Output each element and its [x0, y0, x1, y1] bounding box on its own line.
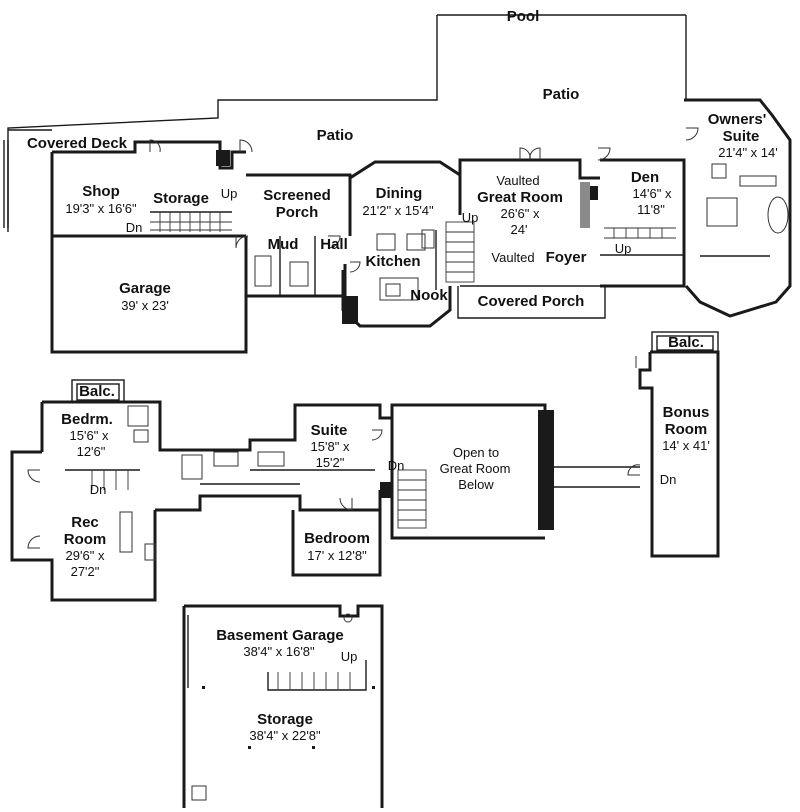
- label-basement-garage: Basement Garage: [216, 627, 344, 644]
- label-open-to: Open to: [453, 445, 499, 460]
- label-balc-right: Balc.: [668, 334, 704, 351]
- label-foyer-prefix: Vaulted: [491, 250, 534, 265]
- label-up-main-storage: Up: [221, 186, 238, 201]
- label-kitchen: Kitchen: [365, 253, 420, 270]
- label-dn-upper: Dn: [388, 458, 405, 473]
- label-den-dim-2: 11'8": [637, 202, 665, 217]
- label-owners-suite: Suite: [723, 128, 760, 145]
- label-great-room: Great Room: [477, 189, 563, 206]
- label-great-dim-1: 26'6" x: [501, 206, 540, 221]
- label-bedrm-dim-1: 15'6" x: [70, 428, 109, 443]
- label-suite-dim-1: 15'8" x: [311, 439, 350, 454]
- label-owners: Owners': [708, 111, 767, 128]
- label-porch: Porch: [276, 204, 319, 221]
- upper-floor-doors: [27, 356, 641, 549]
- label-bedrm-dim-2: 12'6": [77, 444, 106, 459]
- label-vaulted-great: Vaulted: [496, 173, 539, 188]
- label-shop-dim: 19'3" x 16'6": [65, 201, 137, 216]
- label-up-basement: Up: [341, 649, 358, 664]
- label-basement-garage-dim: 38'4" x 16'8": [243, 644, 315, 659]
- label-bonus-room: Room: [665, 421, 708, 438]
- label-up-great: Up: [462, 210, 479, 225]
- label-up-den: Up: [615, 241, 632, 256]
- label-dn-rec: Dn: [90, 482, 107, 497]
- main-floor-walls: [8, 98, 792, 354]
- label-mud: Mud: [268, 236, 299, 253]
- label-rec-room: Room: [64, 531, 107, 548]
- pool-outline: [3, 14, 687, 232]
- label-balc-left: Balc.: [79, 383, 115, 400]
- label-suite: Suite: [311, 422, 348, 439]
- label-rec: Rec: [71, 514, 99, 531]
- basement-walls: [182, 604, 384, 808]
- label-patio-top: Patio: [543, 86, 580, 103]
- upper-floor-stairs: [91, 469, 427, 529]
- label-shop: Shop: [82, 183, 120, 200]
- label-covered-deck: Covered Deck: [27, 135, 128, 152]
- label-bonus-dim: 14' x 41': [662, 438, 710, 453]
- upper-floor-walls: [10, 331, 720, 602]
- main-floor-doors: [149, 127, 699, 273]
- label-den-dim-1: 14'6" x: [633, 186, 672, 201]
- label-dining: Dining: [376, 185, 423, 202]
- label-bedroom-dim: 17' x 12'8": [307, 548, 367, 563]
- label-bedrm: Bedrm.: [61, 411, 113, 428]
- label-foyer: Foyer: [546, 249, 587, 266]
- main-floor-stairs: [150, 212, 676, 283]
- label-patio-mid: Patio: [317, 127, 354, 144]
- label-nook: Nook: [410, 287, 448, 304]
- label-dn-bonus: Dn: [660, 472, 677, 487]
- label-open-below: Below: [458, 477, 494, 492]
- label-storage-main: Storage: [153, 190, 209, 207]
- main-floor-fixtures: [254, 163, 789, 324]
- upper-floor-fixtures: [119, 405, 392, 561]
- label-hall: Hall: [320, 236, 348, 253]
- label-covered-porch: Covered Porch: [478, 293, 585, 310]
- label-great-dim-2: 24': [511, 222, 528, 237]
- label-bedroom: Bedroom: [304, 530, 370, 547]
- label-pool: Pool: [507, 8, 540, 25]
- label-rec-dim-1: 29'6" x: [66, 548, 105, 563]
- label-rec-dim-2: 27'2": [71, 564, 100, 579]
- label-bonus: Bonus: [663, 404, 710, 421]
- label-suite-dim-2: 15'2": [316, 455, 345, 470]
- label-garage-dim: 39' x 23': [121, 298, 169, 313]
- label-storage-base: Storage: [257, 711, 313, 728]
- label-screened: Screened: [263, 187, 331, 204]
- room-labels: Pool Patio Patio Covered Deck Shop 19'3"…: [27, 8, 778, 743]
- label-garage: Garage: [119, 280, 171, 297]
- label-den: Den: [631, 169, 659, 186]
- label-owners-dim: 21'4" x 14': [718, 145, 777, 160]
- label-dining-dim: 21'2" x 15'4": [362, 203, 434, 218]
- label-dn-main-storage: Dn: [126, 220, 143, 235]
- label-storage-base-dim: 38'4" x 22'8": [249, 728, 321, 743]
- label-open-great: Great Room: [440, 461, 511, 476]
